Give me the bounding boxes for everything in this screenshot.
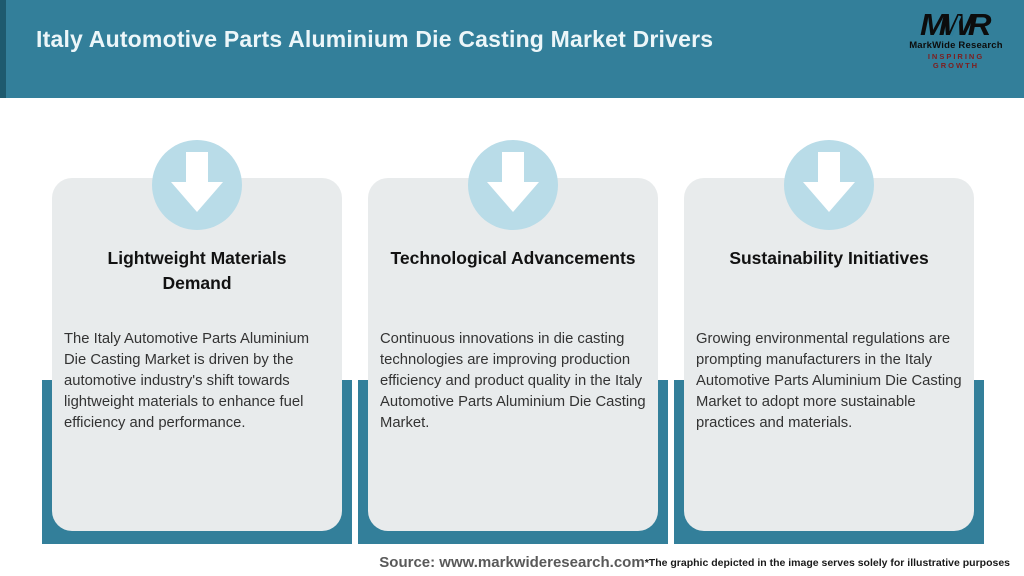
markwide-research-logo: MWR MarkWide Research INSPIRING GROWTH [904,9,1008,70]
card-body: Growing environmental regulations are pr… [696,331,962,431]
page-title: Italy Automotive Parts Aluminium Die Cas… [36,26,714,52]
down-arrow-icon [803,151,855,212]
source-text: Source: www.markwideresearch.com [379,554,645,571]
header-left-edge [0,0,6,98]
driver-card-lightweight-materials: Lightweight Materials Demand The Italy A… [52,178,342,531]
card-title: Technological Advancements [390,248,636,268]
driver-card-technological-advancements: Technological Advancements Continuous in… [368,178,658,531]
card-body: The Italy Automotive Parts Aluminium Die… [64,331,310,431]
card-body: Continuous innovations in die casting te… [380,331,646,431]
down-arrow-icon [487,151,539,212]
driver-card-sustainability-initiatives: Sustainability Initiatives Growing envir… [684,178,974,531]
icon-circle [152,140,242,230]
logo-tagline: INSPIRING GROWTH [927,52,985,70]
logo-company-name: MarkWide Research [909,40,1003,51]
down-arrow-icon [171,151,223,212]
disclaimer-text: *The graphic depicted in the image serve… [644,557,1010,569]
card-title: Lightweight Materials Demand [107,248,287,293]
icon-circle [468,140,558,230]
card-title: Sustainability Initiatives [729,248,929,268]
header-bar: Italy Automotive Parts Aluminium Die Cas… [0,0,1024,98]
icon-circle [784,140,874,230]
